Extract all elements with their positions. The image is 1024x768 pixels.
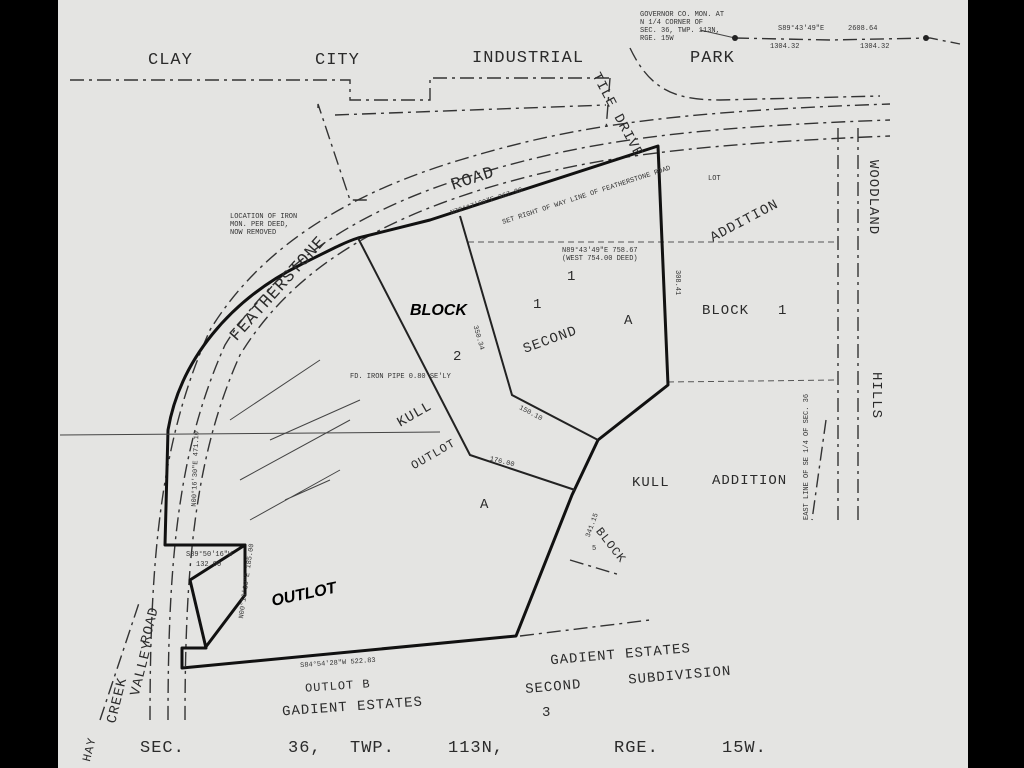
- label-clay: CLAY: [148, 51, 193, 70]
- right-of-way-note: SET RIGHT OF WAY LINE OF FEATHERSTONE RO…: [501, 165, 671, 227]
- label-second: SECOND: [521, 323, 579, 357]
- label-sec-num: 36,: [288, 739, 322, 758]
- featherstone-road-south-line: [184, 135, 891, 721]
- label-city: CITY: [315, 51, 360, 70]
- section-line-top: [734, 37, 961, 45]
- top-dist-2: 1304.32: [770, 43, 799, 51]
- corner-note-3: SEC. 36, TWP. 113N,: [640, 27, 720, 35]
- monument-note-3: NOW REMOVED: [230, 229, 276, 237]
- label-lot-2: 2: [453, 349, 462, 365]
- label-block-center: BLOCK: [410, 302, 468, 319]
- featherstone-road-north-line: [149, 103, 891, 721]
- label-sec: SEC.: [140, 739, 185, 758]
- cross-section-line: [59, 431, 441, 436]
- top-dist-1: 2608.64: [848, 25, 877, 33]
- label-twp-num: 113N,: [448, 739, 504, 758]
- label-lot-1b: 1: [567, 269, 576, 285]
- label-industrial: INDUSTRIAL: [472, 49, 584, 68]
- lot-text: LOT: [708, 175, 721, 183]
- label-a-lower: A: [480, 497, 489, 513]
- lot-line-lot-1: [459, 215, 599, 441]
- label-creek: CREEK: [104, 676, 131, 725]
- label-hills: HILLS: [868, 372, 884, 419]
- label-kull-addition-add: ADDITION: [712, 473, 787, 489]
- label-woodland: WOODLAND: [865, 160, 881, 235]
- corner-note-4: RGE. 15W: [640, 35, 674, 43]
- label-outlot-b: OUTLOT B: [305, 677, 371, 696]
- right-distance: 308.41: [673, 270, 681, 295]
- corner-leader: [699, 29, 736, 39]
- inner-distance-1: 176.00: [489, 455, 515, 469]
- east-line-sec: [811, 419, 827, 521]
- outlot-inner-line: [165, 543, 247, 649]
- label-outlot-main: OUTLOT: [270, 579, 339, 610]
- label-road-left: ROAD: [138, 605, 163, 645]
- label-subdivision: SUBDIVISION: [628, 664, 732, 689]
- west-short-dist: 132.00: [196, 561, 221, 569]
- corner-note-1: GOVERNOR CO. MON. AT: [640, 11, 724, 19]
- parcel-boundary: [163, 144, 670, 670]
- west-short-bearing: S89°50'16"W: [186, 550, 233, 559]
- row-text: N89°43'49"E 758.67: [562, 246, 638, 255]
- corner-note-2: N 1/4 CORNER OF: [640, 19, 703, 27]
- label-road-top: ROAD: [449, 164, 497, 196]
- old-parcel-line-2: [334, 104, 607, 116]
- gadient-line: [519, 619, 651, 637]
- label-block-right-num: 1: [778, 303, 787, 319]
- label-outlot-small: OUTLOT: [409, 436, 459, 473]
- label-valley: VALLEY: [128, 639, 157, 698]
- corner-monument-east: [923, 35, 929, 41]
- inner-distance-3: 150.10: [517, 404, 543, 423]
- label-kull-addition-kull: KULL: [632, 475, 670, 491]
- label-gadient-estates-1: GADIENT ESTATES: [550, 641, 692, 669]
- row-hatch: [229, 359, 361, 521]
- lot-line-lower: [667, 379, 839, 383]
- label-second-subdivision: SECOND: [525, 677, 583, 698]
- found-pipe-note: FD. IRON PIPE 0.80 SE'LY: [350, 373, 452, 381]
- label-twp: TWP.: [350, 739, 395, 758]
- label-rge-num: 15W.: [722, 739, 767, 758]
- inner-distance-2: 350.34: [471, 325, 486, 351]
- monument-note-1: LOCATION OF IRON: [230, 213, 297, 221]
- label-hay: HAY: [80, 736, 100, 763]
- lower-left-road: [99, 599, 141, 721]
- east-line-note: EAST LINE OF SE 1/4 OF SEC. 36: [803, 394, 811, 520]
- old-parcel-line: [317, 103, 370, 201]
- corner-monument: [732, 35, 738, 41]
- featherstone-road-center: [167, 119, 891, 721]
- top-bearing: S89°43'49"E: [778, 24, 824, 33]
- west-line-bearing: N00°16'30"E 471.10: [190, 431, 202, 507]
- top-dist-3: 1304.32: [860, 43, 889, 51]
- label-rge: RGE.: [614, 739, 659, 758]
- industrial-park-boundary: [70, 77, 610, 101]
- south-bearing: S84°54'28"W 522.83: [300, 656, 376, 670]
- west-vert-bearing: N00°16'30"E 185.00: [237, 543, 256, 619]
- label-block-right: BLOCK: [702, 303, 749, 319]
- label-gadient-estates-2: GADIENT ESTATES: [282, 695, 424, 721]
- label-kull-left: KULL: [395, 399, 436, 432]
- label-block-lower-num: 5: [592, 545, 596, 553]
- label-featherstone: FEATHERSTONE: [227, 233, 331, 346]
- monument-note-2: MON. PER DEED,: [230, 221, 289, 229]
- row-text-2: (WEST 754.00 DEED): [562, 255, 638, 263]
- tile-drive-line-west: [605, 77, 611, 131]
- block-line-lower: [569, 559, 621, 576]
- label-a-upper: A: [624, 313, 633, 329]
- tile-drive-line-east: [629, 47, 881, 101]
- label-park: PARK: [690, 49, 735, 68]
- label-lot-3: 3: [542, 705, 551, 721]
- label-tile-drive: TILE DRIVE: [588, 70, 646, 161]
- lot-line-block-2: [357, 237, 576, 491]
- label-addition-top: ADDITION: [708, 197, 782, 246]
- label-block-lower: BLOCK: [592, 525, 628, 566]
- label-lot-1a: 1: [533, 297, 542, 313]
